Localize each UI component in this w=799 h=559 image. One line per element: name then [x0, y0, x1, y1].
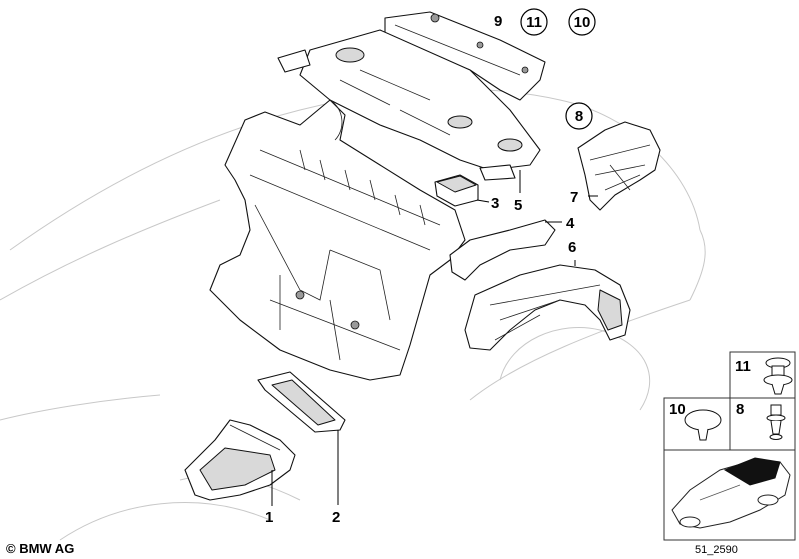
circled-callout-10: 10	[568, 8, 596, 36]
diagram-reference-number: 51_2590	[695, 544, 738, 556]
part-6-wheel-arch-trim	[464, 264, 631, 351]
part-3-block	[434, 174, 479, 207]
svg-text:11: 11	[526, 14, 542, 31]
callout-9: 9	[494, 13, 502, 30]
part-1-tray	[184, 419, 296, 501]
callout-7: 7	[570, 189, 578, 206]
callout-2: 2	[332, 509, 340, 526]
callout-3: 3	[491, 195, 499, 212]
legend-label-10: 10	[669, 401, 686, 418]
callout-5: 5	[514, 197, 522, 214]
leader-lines	[271, 170, 598, 506]
clip-8-icon	[766, 404, 786, 440]
callout-6: 6	[568, 239, 576, 256]
circled-callout-11: 11	[520, 8, 548, 36]
legend-label-11: 11	[735, 358, 751, 375]
part-2-strip	[257, 371, 346, 433]
callout-1: 1	[265, 509, 273, 526]
svg-text:10: 10	[574, 14, 591, 31]
main-rear-bulkhead	[209, 99, 466, 381]
callout-4: 4	[566, 215, 575, 232]
part-4-cover	[449, 219, 556, 281]
part-7-side-panel	[577, 121, 661, 211]
plug-10-icon	[684, 409, 722, 441]
car-location-thumbnail	[671, 457, 791, 529]
svg-text:8: 8	[575, 108, 583, 125]
clip-11-icon	[763, 357, 793, 395]
circled-callout-8: 8	[565, 102, 593, 130]
copyright-text: © BMW AG	[6, 541, 74, 556]
fastener-legend: 11 10 8	[663, 351, 796, 541]
legend-label-8: 8	[736, 401, 744, 418]
